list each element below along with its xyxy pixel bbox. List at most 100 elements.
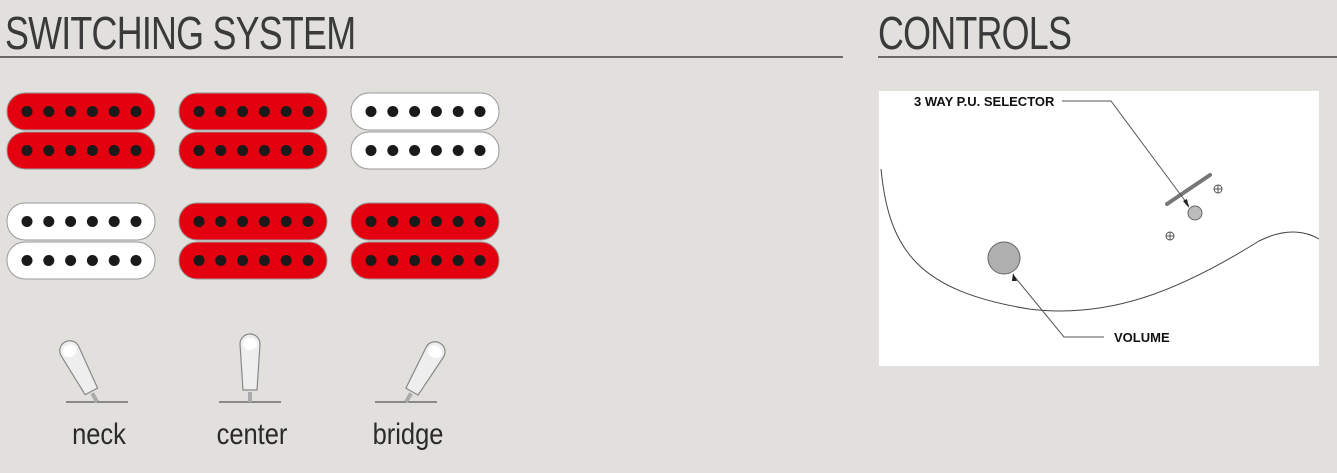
pole-piece <box>130 106 142 117</box>
controls-divider <box>878 56 1337 58</box>
selector-label: 3 WAY P.U. SELECTOR <box>914 94 1055 109</box>
pole-piece <box>130 216 142 227</box>
pole-piece <box>452 216 464 227</box>
pole-piece <box>387 145 399 156</box>
switch-label: neck <box>72 417 126 450</box>
pole-piece <box>280 216 292 227</box>
controls-panel <box>879 91 1319 366</box>
toggle-switch-bridge: bridge <box>373 341 446 450</box>
volume-label: VOLUME <box>1114 330 1170 345</box>
pole-piece <box>130 255 142 266</box>
pole-piece <box>387 106 399 117</box>
pole-piece <box>409 255 421 266</box>
pickup-coil <box>350 202 500 241</box>
pole-piece <box>215 216 227 227</box>
pole-piece <box>108 255 120 266</box>
pickup-coil <box>178 241 328 280</box>
pole-piece <box>387 216 399 227</box>
pole-piece <box>302 216 314 227</box>
pole-piece <box>65 106 77 117</box>
pickup-coil <box>350 241 500 280</box>
pole-piece <box>365 145 377 156</box>
pole-piece <box>409 216 421 227</box>
pole-piece <box>430 106 442 117</box>
pole-piece <box>474 216 486 227</box>
pole-piece <box>86 255 98 266</box>
pole-piece <box>452 106 464 117</box>
pole-piece <box>302 145 314 156</box>
pole-piece <box>365 216 377 227</box>
pole-piece <box>409 145 421 156</box>
pole-piece <box>193 216 205 227</box>
toggle-switch-center: center <box>217 333 288 450</box>
controls-title: CONTROLS <box>878 7 1072 59</box>
pickup-coil <box>178 92 328 131</box>
pole-piece <box>215 255 227 266</box>
pole-piece <box>474 145 486 156</box>
pickup-coil <box>350 92 500 131</box>
selector-knob-icon <box>1187 205 1203 221</box>
pole-piece <box>387 255 399 266</box>
pole-piece <box>365 106 377 117</box>
pole-piece <box>43 255 55 266</box>
pole-piece <box>65 255 77 266</box>
pole-piece <box>452 255 464 266</box>
pole-piece <box>409 106 421 117</box>
pole-piece <box>430 216 442 227</box>
switching-system-title: SWITCHING SYSTEM <box>5 7 356 59</box>
pickup-coil <box>6 131 156 170</box>
humbucker-pickup <box>178 92 328 170</box>
switch-label: bridge <box>373 417 444 450</box>
pole-piece <box>86 106 98 117</box>
pole-piece <box>43 145 55 156</box>
pole-piece <box>108 106 120 117</box>
pole-piece <box>215 106 227 117</box>
humbucker-pickup <box>6 202 156 280</box>
pole-piece <box>258 145 270 156</box>
pole-piece <box>258 255 270 266</box>
pole-piece <box>302 106 314 117</box>
pole-piece <box>21 216 33 227</box>
pole-piece <box>280 106 292 117</box>
switch-label: center <box>217 417 288 450</box>
pole-piece <box>237 145 249 156</box>
toggle-switch-neck: neck <box>59 340 128 450</box>
pole-piece <box>43 106 55 117</box>
pole-piece <box>258 106 270 117</box>
pole-piece <box>86 216 98 227</box>
pole-piece <box>193 145 205 156</box>
pickup-coil <box>178 131 328 170</box>
pole-piece <box>430 145 442 156</box>
pole-piece <box>452 145 464 156</box>
switch-lever-icon <box>59 340 99 403</box>
pickup-coil <box>6 241 156 280</box>
switch-lever-icon <box>404 341 446 403</box>
switching-diagram: neck center bridge <box>6 92 500 450</box>
pickup-coil <box>6 92 156 131</box>
pole-piece <box>108 145 120 156</box>
pickup-coil <box>350 131 500 170</box>
pole-piece <box>193 255 205 266</box>
pole-piece <box>430 255 442 266</box>
pole-piece <box>215 145 227 156</box>
pole-piece <box>302 255 314 266</box>
volume-knob-icon <box>987 241 1021 275</box>
pole-piece <box>108 216 120 227</box>
humbucker-pickup <box>178 202 328 280</box>
humbucker-pickup <box>6 92 156 170</box>
switch-lever-icon <box>239 333 261 402</box>
pole-piece <box>21 145 33 156</box>
pole-piece <box>280 145 292 156</box>
pole-piece <box>474 255 486 266</box>
pole-piece <box>258 216 270 227</box>
pole-piece <box>21 106 33 117</box>
pole-piece <box>65 145 77 156</box>
body-outline <box>880 168 1320 312</box>
humbucker-pickup <box>350 92 500 170</box>
pole-piece <box>21 255 33 266</box>
pickup-coil <box>178 202 328 241</box>
pole-piece <box>130 145 142 156</box>
pole-piece <box>65 216 77 227</box>
selector-slot <box>1165 173 1212 206</box>
